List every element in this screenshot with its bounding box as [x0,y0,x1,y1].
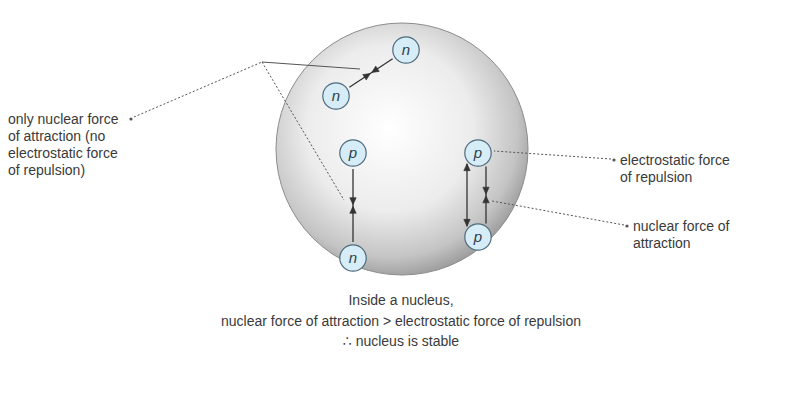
arrow-head [363,73,371,80]
arrow-head [350,198,356,205]
nucleon-fill [465,224,491,250]
nucleon-fill [323,83,349,109]
particle-symbol: n [322,82,350,110]
nucleon-circle: p [339,139,367,167]
nucleon-circle: n [339,244,367,272]
nucleon-fill [465,140,491,166]
conclusion-text: nuclear force of attraction > electrosta… [0,313,802,330]
nucleon-fill [340,140,366,166]
callout-label: only nuclear force of attraction (no ele… [8,111,128,179]
callout-label: nuclear force of attraction [633,218,741,252]
attraction-arrow [349,59,392,87]
nucleon-circle: p [464,223,492,251]
attraction-arrow [350,169,356,242]
particle-symbol: n [339,244,367,272]
force-line [352,169,353,242]
leader-line [492,151,629,228]
particle-symbol: p [464,139,492,167]
conclusion-text: Inside a nucleus, [0,292,802,309]
force-line [485,166,486,223]
nucleon-circle: n [322,82,350,110]
nucleon-circle: p [464,139,492,167]
nucleon-circle: n [392,36,420,64]
arrow-head [483,187,489,194]
particle-symbol: p [464,223,492,251]
callout-label: electrostatic force of repulsion [620,152,738,186]
attraction-arrow [483,166,489,223]
arrow-head [372,66,380,73]
arrow-head [464,219,470,226]
repulsion-arrow [464,164,470,227]
arrow-head [464,164,470,171]
arrow-head [350,206,356,213]
force-line [466,164,467,227]
particle-symbol: n [392,36,420,64]
nucleon-fill [393,37,419,63]
conclusion-text: ∴ nucleus is stable [0,333,802,350]
force-line [349,59,392,87]
leader-line [129,62,360,200]
particle-symbol: p [339,139,367,167]
arrow-head [483,196,489,203]
nucleon-fill [340,245,366,271]
